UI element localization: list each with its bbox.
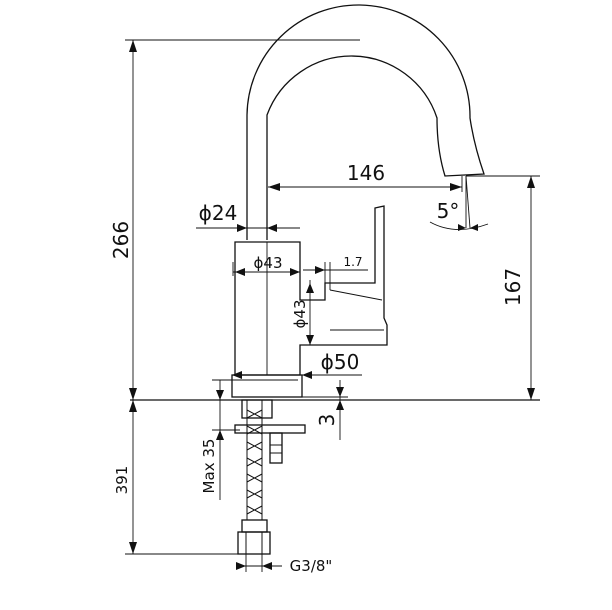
faucet-body bbox=[234, 205, 388, 376]
total-height-label: 266 bbox=[109, 221, 133, 259]
base-diameter-label: ϕ50 bbox=[321, 350, 360, 374]
dim-spout-height: 167 bbox=[466, 175, 540, 400]
angle-label: 5° bbox=[437, 199, 460, 223]
spout-height-label: 167 bbox=[501, 268, 525, 306]
faucet-base bbox=[231, 374, 303, 398]
dim-reach: 146 bbox=[268, 161, 463, 192]
base-thickness-label: 3 bbox=[315, 414, 339, 427]
max-thickness-label: Max 35 bbox=[200, 439, 218, 494]
dim-hose-length: 391 bbox=[113, 400, 240, 555]
dim-total-height: 266 bbox=[109, 39, 360, 400]
hose-length-label: 391 bbox=[113, 466, 131, 495]
thread-label: G3/8" bbox=[290, 557, 333, 575]
dim-body-diameter-top: ϕ43 bbox=[232, 254, 300, 276]
faucet-spout bbox=[246, 4, 485, 240]
dim-base-diameter: ϕ50 bbox=[232, 350, 362, 379]
lever-offset-label: 1.7 bbox=[343, 255, 362, 269]
dim-spout-diameter: ϕ24 bbox=[196, 201, 300, 232]
dim-base-thickness: 3 bbox=[302, 380, 348, 440]
dim-lever-offset: 1.7 bbox=[303, 255, 368, 290]
reach-label: 146 bbox=[347, 161, 385, 185]
dim-thread: G3/8" bbox=[236, 554, 332, 575]
dim-max-thickness: Max 35 bbox=[200, 379, 240, 500]
dim-angle: 5° bbox=[429, 175, 489, 231]
body-diameter-top-label: ϕ43 bbox=[254, 254, 283, 272]
dim-body-diameter-side: ϕ43 bbox=[291, 280, 314, 345]
spout-diameter-label: ϕ24 bbox=[199, 201, 238, 225]
mounting-assembly bbox=[234, 399, 306, 555]
body-diameter-side-label: ϕ43 bbox=[291, 300, 309, 329]
